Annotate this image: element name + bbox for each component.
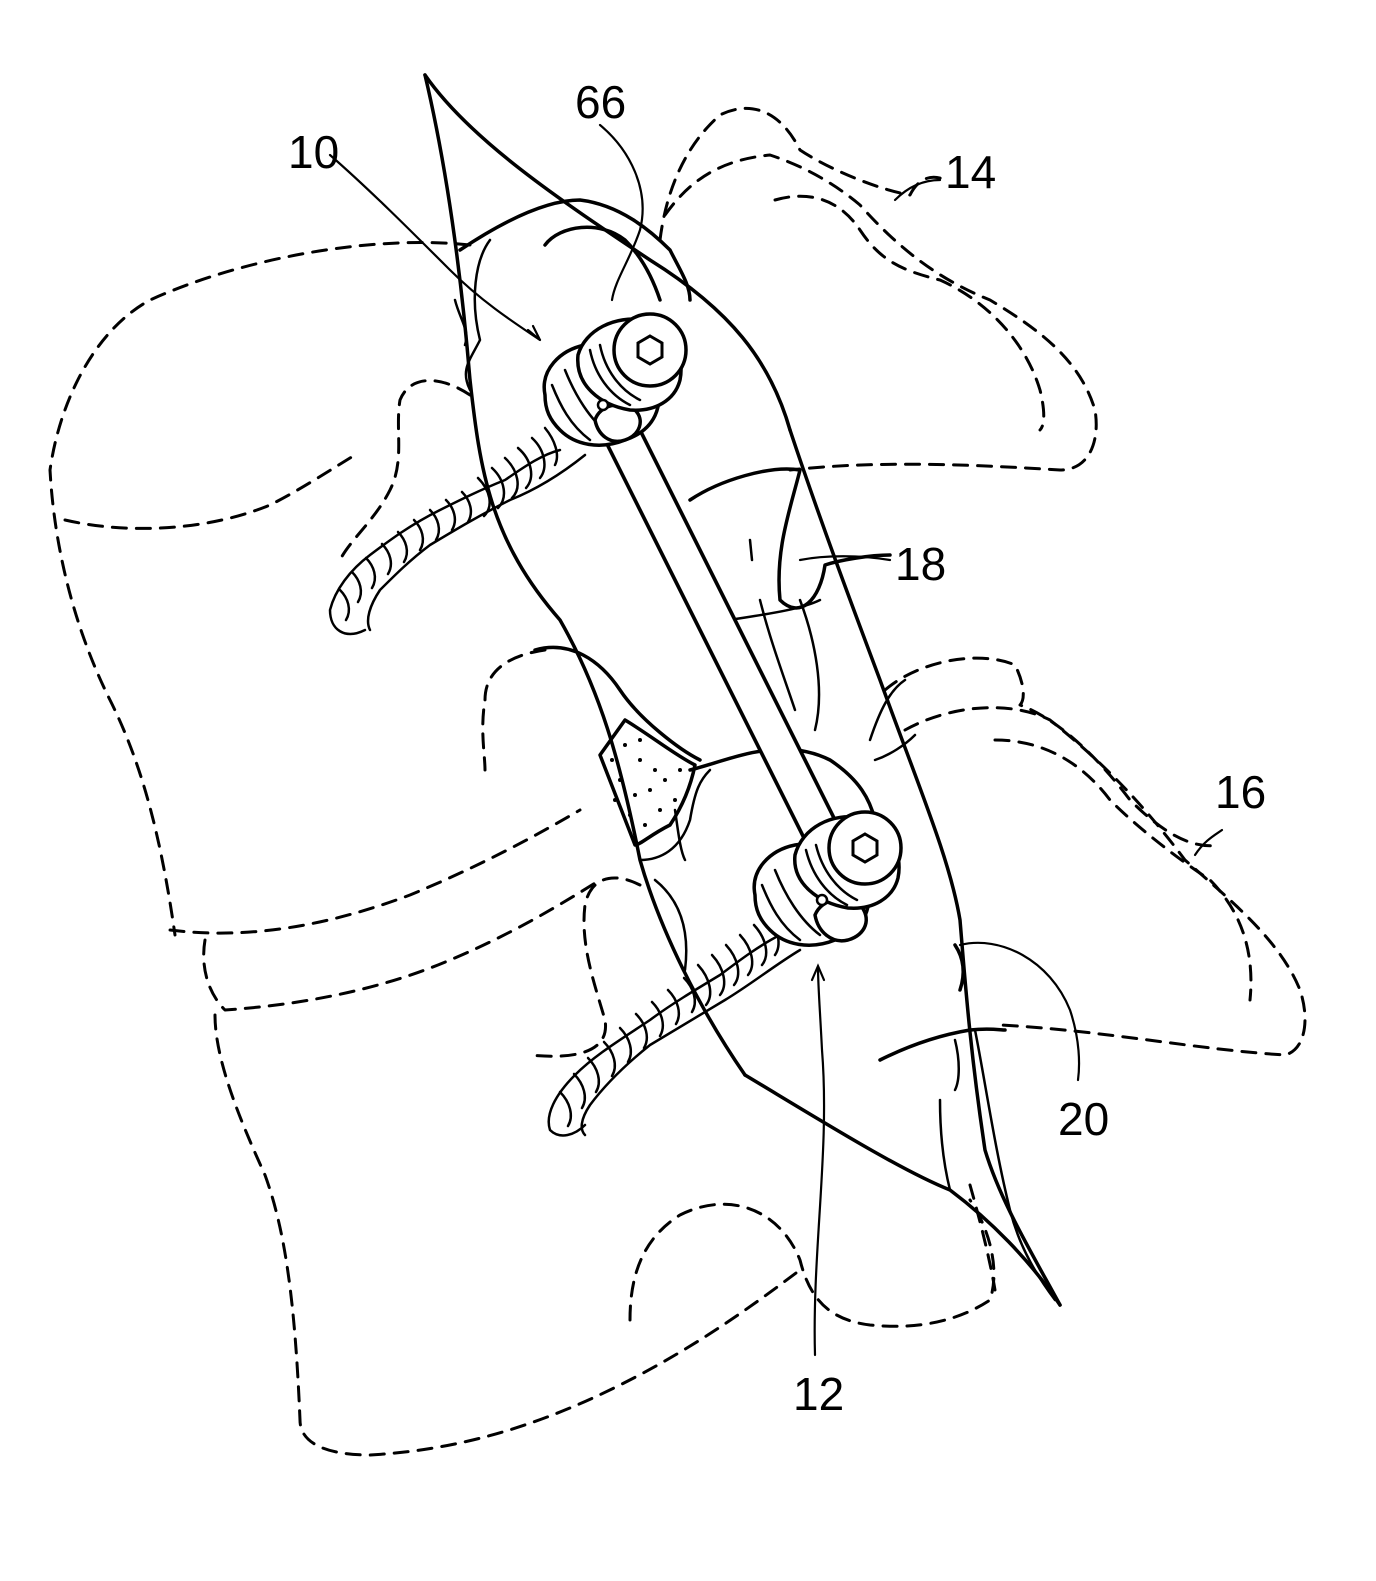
lower-pin-detail <box>817 895 827 905</box>
tissue-contour-tick <box>750 540 752 560</box>
upper-screw-head-assembly <box>544 314 686 445</box>
ref-label-14: 14 <box>945 146 996 198</box>
rod-lower-edge <box>630 410 840 830</box>
tissue-contour-lower-right-3 <box>940 1040 959 1190</box>
vertebral-column-outline <box>50 108 1305 1455</box>
intervertebral-disc-lower-line <box>204 880 600 1010</box>
mid-pedicle-outline <box>483 650 545 770</box>
lower-lamina-outline <box>630 1200 994 1326</box>
lower-facet-outline <box>970 1185 995 1290</box>
upper-screw-thread-ridges <box>340 428 557 620</box>
upper-endplate-line <box>65 455 355 528</box>
tissue-contour-lower-right-2 <box>880 1029 1005 1060</box>
upper-posterior-process-outline-2 <box>665 155 1096 470</box>
tissue-contour-lower-right <box>870 680 915 760</box>
leader-16 <box>1195 830 1222 855</box>
incision-lower-edge <box>745 1075 1060 1305</box>
lower-vertebral-body-outline <box>215 1015 800 1455</box>
ref-label-16: 16 <box>1215 766 1266 818</box>
tissue-contour-upper-inner <box>545 227 660 300</box>
bone-graft-patch <box>600 720 695 845</box>
leader-10 <box>330 155 540 340</box>
lower-pedicle-outline <box>530 878 640 1056</box>
ref-label-66: 66 <box>575 76 626 128</box>
upper-process-inner-outline <box>775 196 1044 430</box>
upper-hex-socket-icon <box>638 336 662 364</box>
upper-vertebral-body-outline <box>50 242 470 935</box>
ref-label-12: 12 <box>793 1368 844 1420</box>
upper-screw-thread-outline-2 <box>368 455 585 630</box>
upper-posterior-process-outline <box>660 108 945 240</box>
lower-screw-thread-ridges <box>560 915 779 1126</box>
lower-screw-head-assembly <box>754 812 901 945</box>
tissue-contour-lower-left <box>535 647 700 760</box>
tissue-contour-lower-right-4 <box>975 1030 1055 1300</box>
upper-screw-thread-outline <box>330 450 560 634</box>
tissue-contour-lower-5 <box>655 880 686 970</box>
ref-label-20: 20 <box>1058 1093 1109 1145</box>
ref-label-18: 18 <box>895 538 946 590</box>
leader-12 <box>815 968 824 1355</box>
lower-posterior-process-outline-2 <box>905 708 1305 1055</box>
upper-pin-detail <box>598 400 608 410</box>
leader-20 <box>960 943 1079 1080</box>
tissue-contour-middle-3 <box>800 600 819 730</box>
ref-label-10: 10 <box>288 126 339 178</box>
intervertebral-disc-upper-line <box>170 810 580 933</box>
lower-hex-socket-icon <box>853 834 877 862</box>
